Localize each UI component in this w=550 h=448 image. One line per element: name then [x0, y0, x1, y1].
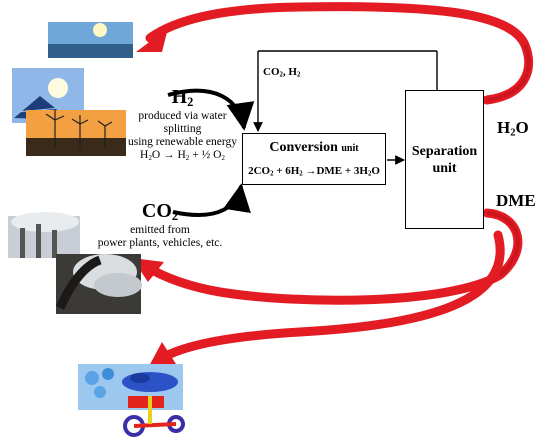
co2-feed-arrow [172, 183, 251, 217]
conversion-unit-title: Conversion unit [269, 140, 359, 155]
dme-output-label: DME [496, 191, 536, 210]
h2-description: produced via water splitting using renew… [125, 110, 240, 165]
recycle-loop-lines [253, 50, 438, 132]
water-splitting-reaction: H2O → H2 + ½ O2 [140, 149, 225, 162]
separation-unit-label: Separation unit [411, 143, 478, 176]
co2-block: CO2 emitted from power plants, vehicles,… [85, 200, 235, 250]
solar-wind-photo-icon [12, 22, 133, 156]
co2-symbol: CO2 [141, 200, 179, 224]
h2-symbol: H2 [171, 86, 194, 110]
recycle-label: CO2, H2 [263, 66, 301, 79]
plastic-products-photo-icon [78, 364, 185, 437]
conversion-unit-box: Conversion unit 2CO2 + 6H2 →DME + 3H2O [242, 133, 386, 185]
h2o-recycle-red-arrow [136, 2, 534, 105]
h2-feed-arrow [167, 88, 255, 131]
dme-synthesis-equation: 2CO2 + 6H2 →DME + 3H2O [248, 165, 380, 178]
separation-unit-box: Separation unit [405, 90, 484, 229]
water-output-label: H2O [497, 118, 529, 139]
co2-description: emitted from power plants, vehicles, etc… [97, 224, 223, 250]
smokestack-exhaust-photo-icon [8, 212, 142, 314]
h2-block: H2 produced via water splitting using re… [125, 86, 240, 165]
dme-to-products-red-arrow [148, 230, 505, 368]
